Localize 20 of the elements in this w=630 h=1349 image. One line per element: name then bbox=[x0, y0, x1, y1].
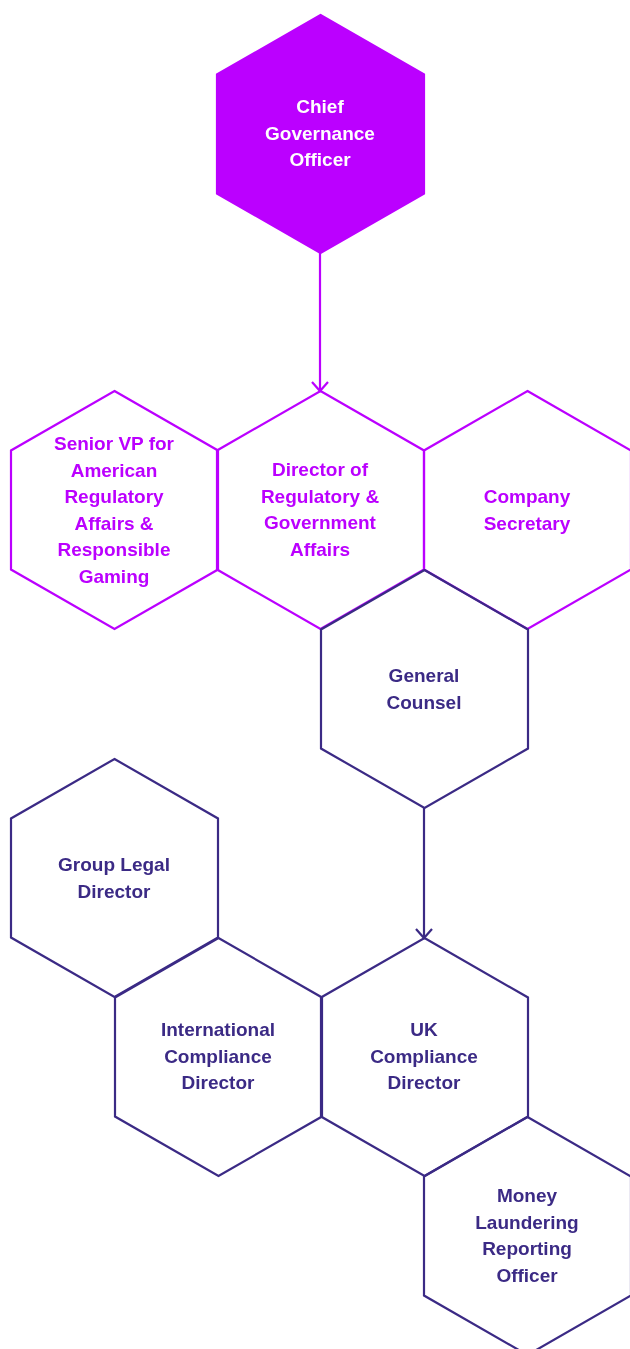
hexagon-node bbox=[423, 391, 630, 629]
node-label: Company Secretary bbox=[482, 484, 572, 536]
hexagon-node bbox=[216, 15, 424, 253]
hexagon-node bbox=[320, 570, 528, 808]
node-label: Group Legal Director bbox=[57, 852, 171, 903]
hexagon-node bbox=[423, 1117, 630, 1349]
hexagon-node bbox=[320, 938, 528, 1176]
node-label: UK Compliance Director bbox=[369, 1018, 479, 1096]
node-label: Chief Governance Officer bbox=[264, 95, 376, 173]
node-label: International Compliance Director bbox=[160, 1018, 276, 1096]
hexagon-node bbox=[10, 759, 218, 997]
hexagon-node bbox=[10, 391, 218, 629]
hexagon-node bbox=[216, 391, 424, 629]
node-label: Money Laundering Reporting Officer bbox=[474, 1184, 580, 1288]
hexagon-node bbox=[114, 938, 322, 1176]
arrow bbox=[414, 808, 434, 940]
node-label: Senior VP for American Regulatory Affairs & Responsible Gaming bbox=[53, 431, 175, 589]
node-label: Director of Regulatory & Government Affairs bbox=[259, 458, 381, 562]
node-label: General Counsel bbox=[385, 663, 463, 714]
arrow bbox=[310, 253, 330, 393]
